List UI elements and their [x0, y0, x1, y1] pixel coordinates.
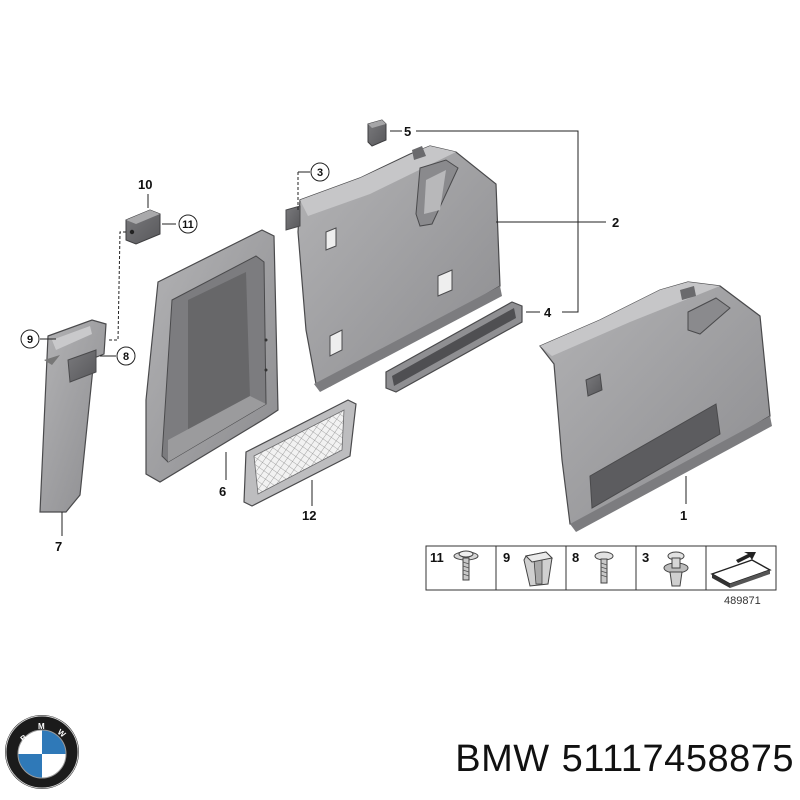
callout-12: 12	[302, 508, 316, 523]
callout-6: 6	[219, 484, 226, 499]
legend-number-9: 9	[503, 550, 510, 565]
dashed-leaders	[108, 172, 299, 341]
part-12-cargo-net	[243, 399, 357, 507]
svg-text:B: B	[19, 733, 29, 744]
part-4-trim-strip	[385, 301, 523, 393]
legend-number-8: 8	[572, 550, 579, 565]
screw-washer-icon	[453, 550, 479, 581]
callout-11: 11	[182, 219, 194, 231]
diagram-code: 489871	[724, 595, 761, 607]
callout-10: 10	[138, 177, 152, 192]
part-2-side-trim	[285, 145, 502, 392]
callout-3: 3	[317, 167, 323, 179]
brand-name: BMW	[455, 738, 550, 780]
insulation-pad-icon	[710, 552, 772, 588]
expansion-clip-icon	[523, 551, 554, 587]
callout-5: 5	[404, 124, 411, 139]
screw-icon	[594, 551, 614, 584]
part-10-bracket	[125, 209, 161, 245]
svg-text:M: M	[38, 722, 45, 731]
part-6-side-tray	[145, 229, 279, 483]
bmw-logo: B M W	[5, 715, 79, 789]
svg-text:W: W	[56, 727, 68, 739]
legend-number-11: 11	[430, 550, 444, 565]
part-5-cover-cap	[367, 119, 387, 147]
callout-9: 9	[27, 334, 33, 346]
fastener-legend: 11 9 8 3	[425, 545, 777, 607]
callout-1: 1	[680, 508, 687, 523]
push-rivet-icon	[663, 551, 689, 587]
callout-8: 8	[123, 351, 129, 363]
callout-labels: 1 2 4 5 6 7 10 12 3 11 9 8	[20, 124, 687, 554]
legend-number-3: 3	[642, 550, 649, 565]
callout-4: 4	[544, 305, 552, 320]
leader-lines	[40, 130, 687, 536]
callout-7: 7	[55, 539, 62, 554]
part-7-pillar-trim	[39, 319, 107, 513]
part-number: 51117458875	[561, 738, 794, 780]
part-1-side-trim-lower	[539, 281, 772, 532]
brand-part-number: BMW 51117458875	[408, 738, 794, 781]
callout-2: 2	[612, 215, 619, 230]
